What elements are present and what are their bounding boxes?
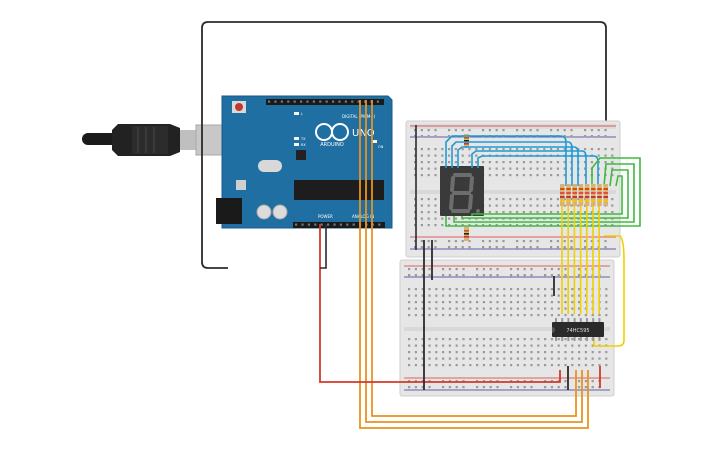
reset-button[interactable] [235,103,243,111]
power-analog-header [293,222,385,228]
resistor[interactable] [603,184,608,206]
resistor[interactable] [566,184,571,206]
resistor[interactable] [591,184,596,206]
led-tx [294,137,299,140]
orange-wire-3 [371,100,577,417]
digital-header [266,99,384,105]
tx-label: TX [300,137,306,141]
usb-cable[interactable] [82,124,227,156]
yellow-wire-qa[interactable] [593,235,625,347]
resistor[interactable] [572,184,577,206]
display-resistor-bottom[interactable] [464,227,469,241]
led-on [372,140,377,143]
led-l [294,112,299,115]
regulator [236,180,246,190]
resistor[interactable] [584,184,590,206]
black-gnd-wire-arduino[interactable] [320,224,327,269]
segment-c [468,194,473,210]
display-resistor-top[interactable] [464,134,469,148]
arduino-model: UNO [352,128,375,139]
green-wires[interactable] [445,157,641,227]
red-power-wire[interactable] [319,224,561,383]
resistor[interactable] [560,184,565,206]
led-rx [294,143,299,146]
on-label: ON [378,145,384,149]
atmega-chip [294,180,384,200]
arduino-brand: ARDUINO [320,142,344,148]
power-jack [216,198,242,224]
shift-register-chip[interactable]: 74HC595 [552,318,604,341]
orange-wire-2 [365,100,583,423]
arduino-logo-right [331,123,349,141]
crystal [258,160,282,172]
rx-label: RX [301,143,306,147]
segment-dp [476,209,480,213]
segment-e [449,194,454,210]
yellow-wires[interactable] [561,206,601,314]
analog-label: ANALOG IN [352,214,374,219]
orange-wire-1 [359,100,589,429]
shift-register-label: 74HC595 [566,328,589,334]
capacitor-2 [272,204,288,220]
segment-f [450,176,455,192]
usb-port [195,124,227,156]
orange-wires[interactable] [359,100,589,429]
capacitor-1 [256,204,272,220]
power-label: POWER [318,214,333,219]
resistor[interactable] [578,184,584,206]
digital-label: DIGITAL (PWM~) [342,114,376,119]
segment-b [469,176,474,192]
l-label: L [301,112,303,116]
seven-segment-display[interactable] [440,166,484,216]
ground-loop-wire[interactable] [201,21,607,269]
resistor-array[interactable] [560,184,608,206]
arduino-uno[interactable]: ARDUINO UNO DIGITAL (PWM~) POWER ANALOG … [216,95,393,229]
resistor[interactable] [597,184,602,206]
